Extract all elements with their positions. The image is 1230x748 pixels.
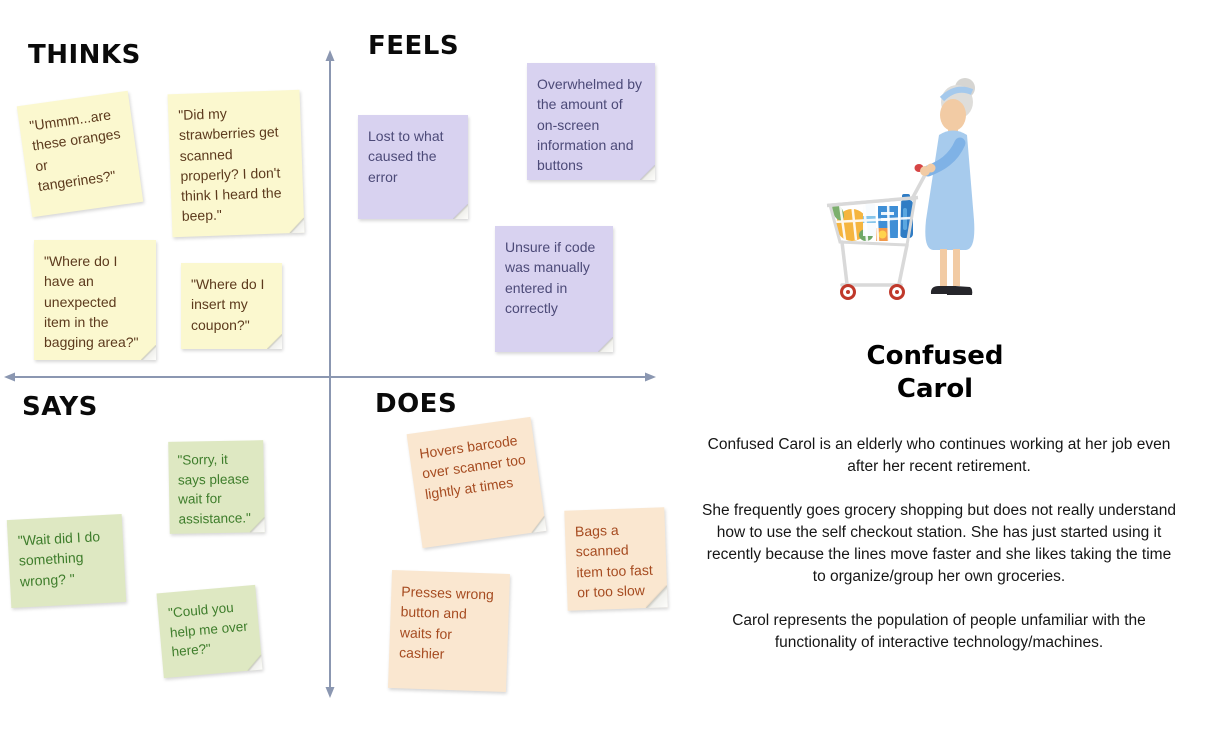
sticky-note-thinks-3: "Where do I have an unexpected item in t… <box>34 240 156 360</box>
sticky-note-says-2: "Wait did I do something wrong? " <box>6 514 127 608</box>
persona-paragraph-1: Confused Carol is an elderly who continu… <box>707 436 1171 475</box>
face <box>940 99 966 131</box>
quadrant-label-does: DOES <box>375 389 458 419</box>
sticky-note-text: Lost to what caused the error <box>368 128 444 185</box>
sticky-note-feels-1: Lost to what caused the error <box>358 115 468 219</box>
note-fold-corner <box>640 165 655 180</box>
leg <box>953 249 960 286</box>
leg <box>940 249 947 286</box>
axis-arrow-down <box>325 687 335 698</box>
elderly-woman <box>914 78 975 295</box>
sticky-note-says-1: "Sorry, it says please wait for assistan… <box>168 440 265 534</box>
note-fold-corner <box>529 515 547 533</box>
cart-wheels <box>840 284 905 300</box>
sticky-note-text: Bags a scanned item too fast or too slow <box>574 521 653 601</box>
axis-arrow-left <box>4 372 15 382</box>
sticky-note-does-3: Presses wrong button and waits for cashi… <box>387 569 511 693</box>
neck <box>948 125 958 135</box>
quadrant-label-feels: FEELS <box>368 31 460 61</box>
persona-paragraph-3: Carol represents the population of peopl… <box>732 612 1146 651</box>
shopping-cart <box>826 171 928 300</box>
persona-name-line2: Carol <box>896 374 974 405</box>
persona-name: Confused Carol <box>690 340 1180 407</box>
sticky-note-does-1: Hovers barcode over scanner too lightly … <box>406 416 547 549</box>
sticky-note-text: Overwhelmed by the amount of on-screen i… <box>537 76 643 174</box>
note-fold-corner <box>644 585 668 608</box>
axis-arrow-right <box>645 372 656 382</box>
sticky-note-text: Hovers barcode over scanner too lightly … <box>418 431 527 502</box>
note-fold-corner <box>141 345 156 360</box>
empathy-map-axes <box>4 50 656 698</box>
quadrant-label-says: SAYS <box>22 392 98 422</box>
sticky-note-thinks-2: "Did my strawberries get scanned properl… <box>167 89 305 238</box>
sticky-note-text: Unsure if code was manually entered in c… <box>505 239 596 316</box>
sticky-note-feels-3: Unsure if code was manually entered in c… <box>495 226 613 352</box>
shoe <box>946 286 973 295</box>
sticky-note-text: "Did my strawberries get scanned properl… <box>177 105 282 225</box>
persona-description: Confused Carol is an elderly who continu… <box>700 434 1178 676</box>
sticky-note-text: Presses wrong button and waits for cashi… <box>398 583 495 662</box>
sticky-note-text: "Where do I have an unexpected item in t… <box>44 253 139 351</box>
note-fold-corner <box>598 337 613 352</box>
quadrant-label-thinks: THINKS <box>28 40 141 70</box>
headband <box>939 86 974 102</box>
sticky-note-feels-2: Overwhelmed by the amount of on-screen i… <box>527 63 655 180</box>
dress <box>925 130 975 250</box>
note-fold-corner <box>249 517 265 533</box>
sticky-note-text: "Ummm...are these oranges or tangerines?… <box>28 106 122 194</box>
note-fold-corner <box>267 334 282 349</box>
persona-name-line1: Confused <box>866 341 1004 371</box>
sticky-note-does-2: Bags a scanned item too fast or too slow <box>564 507 668 611</box>
sticky-note-says-3: "Could you help me over here?" <box>156 584 263 679</box>
persona-paragraph-2: She frequently goes grocery shopping but… <box>702 502 1176 585</box>
note-fold-corner <box>246 654 263 671</box>
sticky-note-text: "Sorry, it says please wait for assistan… <box>177 451 251 527</box>
sticky-note-text: "Where do I insert my coupon?" <box>191 276 265 333</box>
sticky-note-thinks-4: "Where do I insert my coupon?" <box>181 263 282 349</box>
sticky-note-text: "Could you help me over here?" <box>167 599 249 660</box>
elderly-woman-shopping-cart-illustration <box>826 78 975 300</box>
sticky-note-text: "Wait did I do something wrong? " <box>17 528 101 590</box>
sticky-note-thinks-1: "Ummm...are these oranges or tangerines?… <box>16 90 144 218</box>
note-fold-corner <box>453 204 468 219</box>
hand <box>926 163 936 173</box>
note-fold-corner <box>288 217 305 234</box>
axis-arrow-up <box>325 50 335 61</box>
